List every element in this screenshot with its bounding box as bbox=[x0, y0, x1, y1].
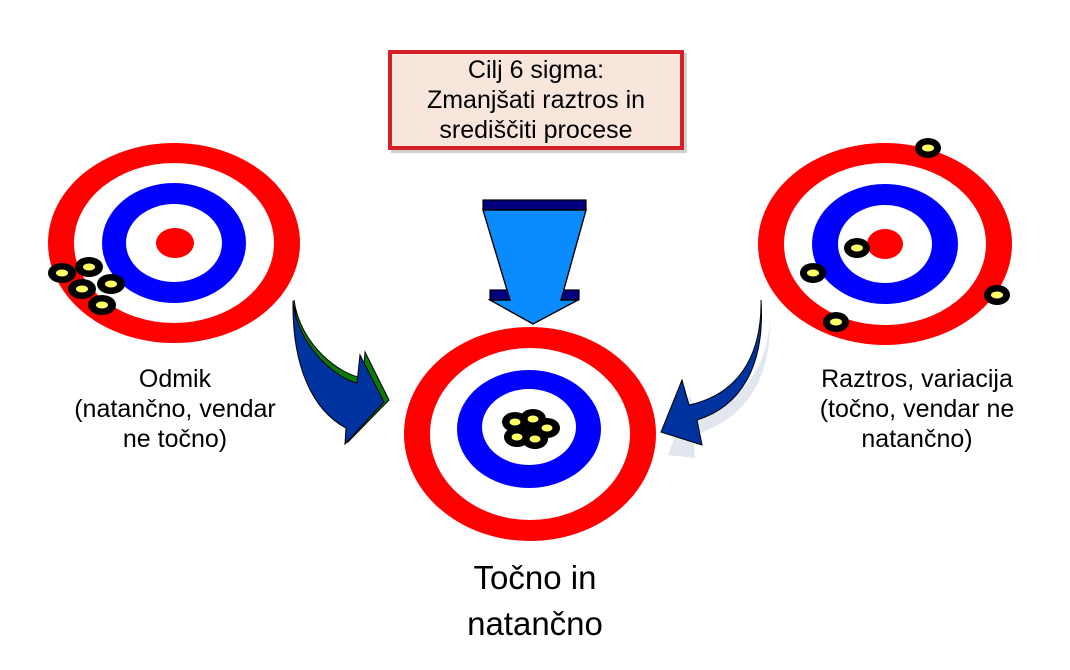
shot bbox=[527, 415, 539, 423]
shot-cluster bbox=[502, 409, 560, 449]
label-line: natančno bbox=[467, 605, 603, 642]
label-line: (natančno, vendar bbox=[74, 395, 276, 423]
goal-line-1: Cilj 6 sigma: bbox=[467, 56, 605, 84]
shot bbox=[529, 435, 541, 443]
shot bbox=[68, 279, 96, 299]
shot bbox=[823, 312, 849, 332]
bullseye bbox=[156, 228, 194, 258]
label-right-target: Raztros, variacija (točno, vendar ne nat… bbox=[782, 364, 1052, 454]
goal-line-3: središčiti procese bbox=[439, 116, 633, 144]
down-arrow bbox=[482, 199, 587, 325]
goal-box: Cilj 6 sigma: Zmanjšati raztros in sredi… bbox=[388, 50, 684, 150]
label-center-target: Točno in natančno bbox=[410, 555, 660, 647]
shot bbox=[97, 274, 125, 294]
arrow-blue-face bbox=[292, 300, 385, 446]
target-center bbox=[404, 327, 656, 541]
label-line: ne točno) bbox=[122, 425, 228, 453]
shot bbox=[915, 138, 941, 158]
shot bbox=[541, 424, 553, 432]
target-left bbox=[48, 143, 300, 343]
shot bbox=[511, 433, 523, 441]
label-line: natančno) bbox=[861, 425, 973, 453]
label-left-target: Odmik (natančno, vendar ne točno) bbox=[40, 364, 310, 454]
arrow-cap bbox=[482, 199, 587, 211]
shot bbox=[75, 257, 103, 277]
curved-arrow-left bbox=[292, 299, 390, 446]
shot-scatter bbox=[800, 138, 1010, 332]
shot bbox=[509, 418, 521, 426]
label-line: Točno in bbox=[473, 559, 597, 596]
shot-cluster bbox=[48, 257, 125, 315]
arrow-blue-face bbox=[660, 299, 762, 446]
shot bbox=[844, 238, 870, 258]
shot bbox=[984, 285, 1010, 305]
target-right bbox=[758, 138, 1012, 345]
shot bbox=[800, 263, 826, 283]
bullseye bbox=[867, 229, 903, 259]
curved-arrow-right bbox=[660, 299, 771, 458]
label-line: (točno, vendar ne bbox=[819, 395, 1015, 423]
shot bbox=[48, 263, 76, 283]
shot bbox=[88, 295, 116, 315]
label-line: Raztros, variacija bbox=[821, 365, 1013, 393]
label-line: Odmik bbox=[138, 365, 212, 393]
goal-line-2: Zmanjšati raztros in bbox=[426, 86, 646, 114]
arrow-body bbox=[482, 209, 587, 325]
